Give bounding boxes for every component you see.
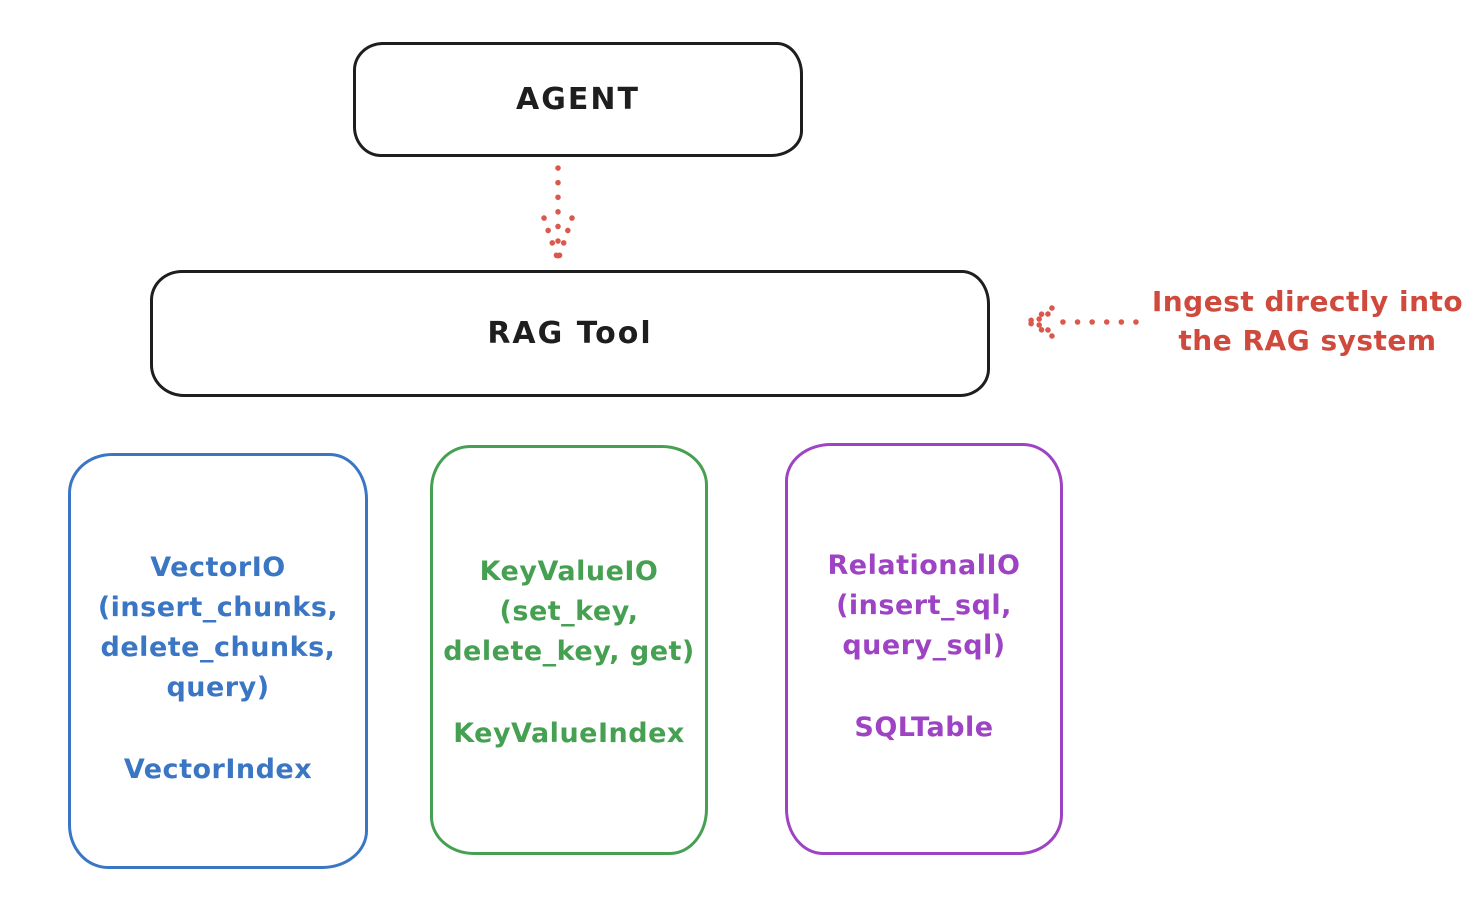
agent-box-label: AGENT bbox=[516, 82, 640, 117]
ingest-annotation-line2: the RAG system bbox=[1178, 324, 1437, 357]
store-box-vector-io: VectorIO (insert_chunks, delete_chunks, … bbox=[68, 453, 368, 869]
store-text-line: RelationalIO bbox=[827, 550, 1021, 581]
store-text-line: query_sql) bbox=[842, 630, 1006, 661]
rag-tool-box: RAG Tool bbox=[150, 270, 990, 397]
store-index-label: SQLTable bbox=[854, 712, 994, 743]
store-text-line: (insert_sql, bbox=[836, 590, 1012, 621]
agent-box: AGENT bbox=[353, 42, 803, 157]
ingest-annotation-line1: Ingest directly into bbox=[1151, 285, 1464, 318]
store-box-keyvalue-io: KeyValueIO (set_key, delete_key, get) Ke… bbox=[430, 445, 708, 855]
store-text-line: delete_key, get) bbox=[443, 636, 695, 667]
store-text-line: (insert_chunks, bbox=[97, 592, 339, 623]
store-text-line: VectorIO bbox=[150, 552, 286, 583]
store-box-relational-io: RelationalIO (insert_sql, query_sql) SQL… bbox=[785, 443, 1063, 855]
store-index-label: VectorIndex bbox=[123, 754, 313, 785]
ingest-annotation: Ingest directly into the RAG system bbox=[1135, 282, 1480, 360]
ingest-dotted-arrow-icon bbox=[1027, 305, 1139, 339]
store-text-line: (set_key, bbox=[499, 596, 639, 627]
agent-to-rag-dotted-arrow-icon bbox=[541, 165, 575, 260]
store-text-line: delete_chunks, bbox=[100, 632, 336, 663]
rag-tool-box-label: RAG Tool bbox=[487, 316, 653, 351]
store-text-line: KeyValueIO bbox=[479, 556, 659, 587]
store-text-line: query) bbox=[166, 672, 270, 703]
store-index-label: KeyValueIndex bbox=[453, 718, 685, 749]
